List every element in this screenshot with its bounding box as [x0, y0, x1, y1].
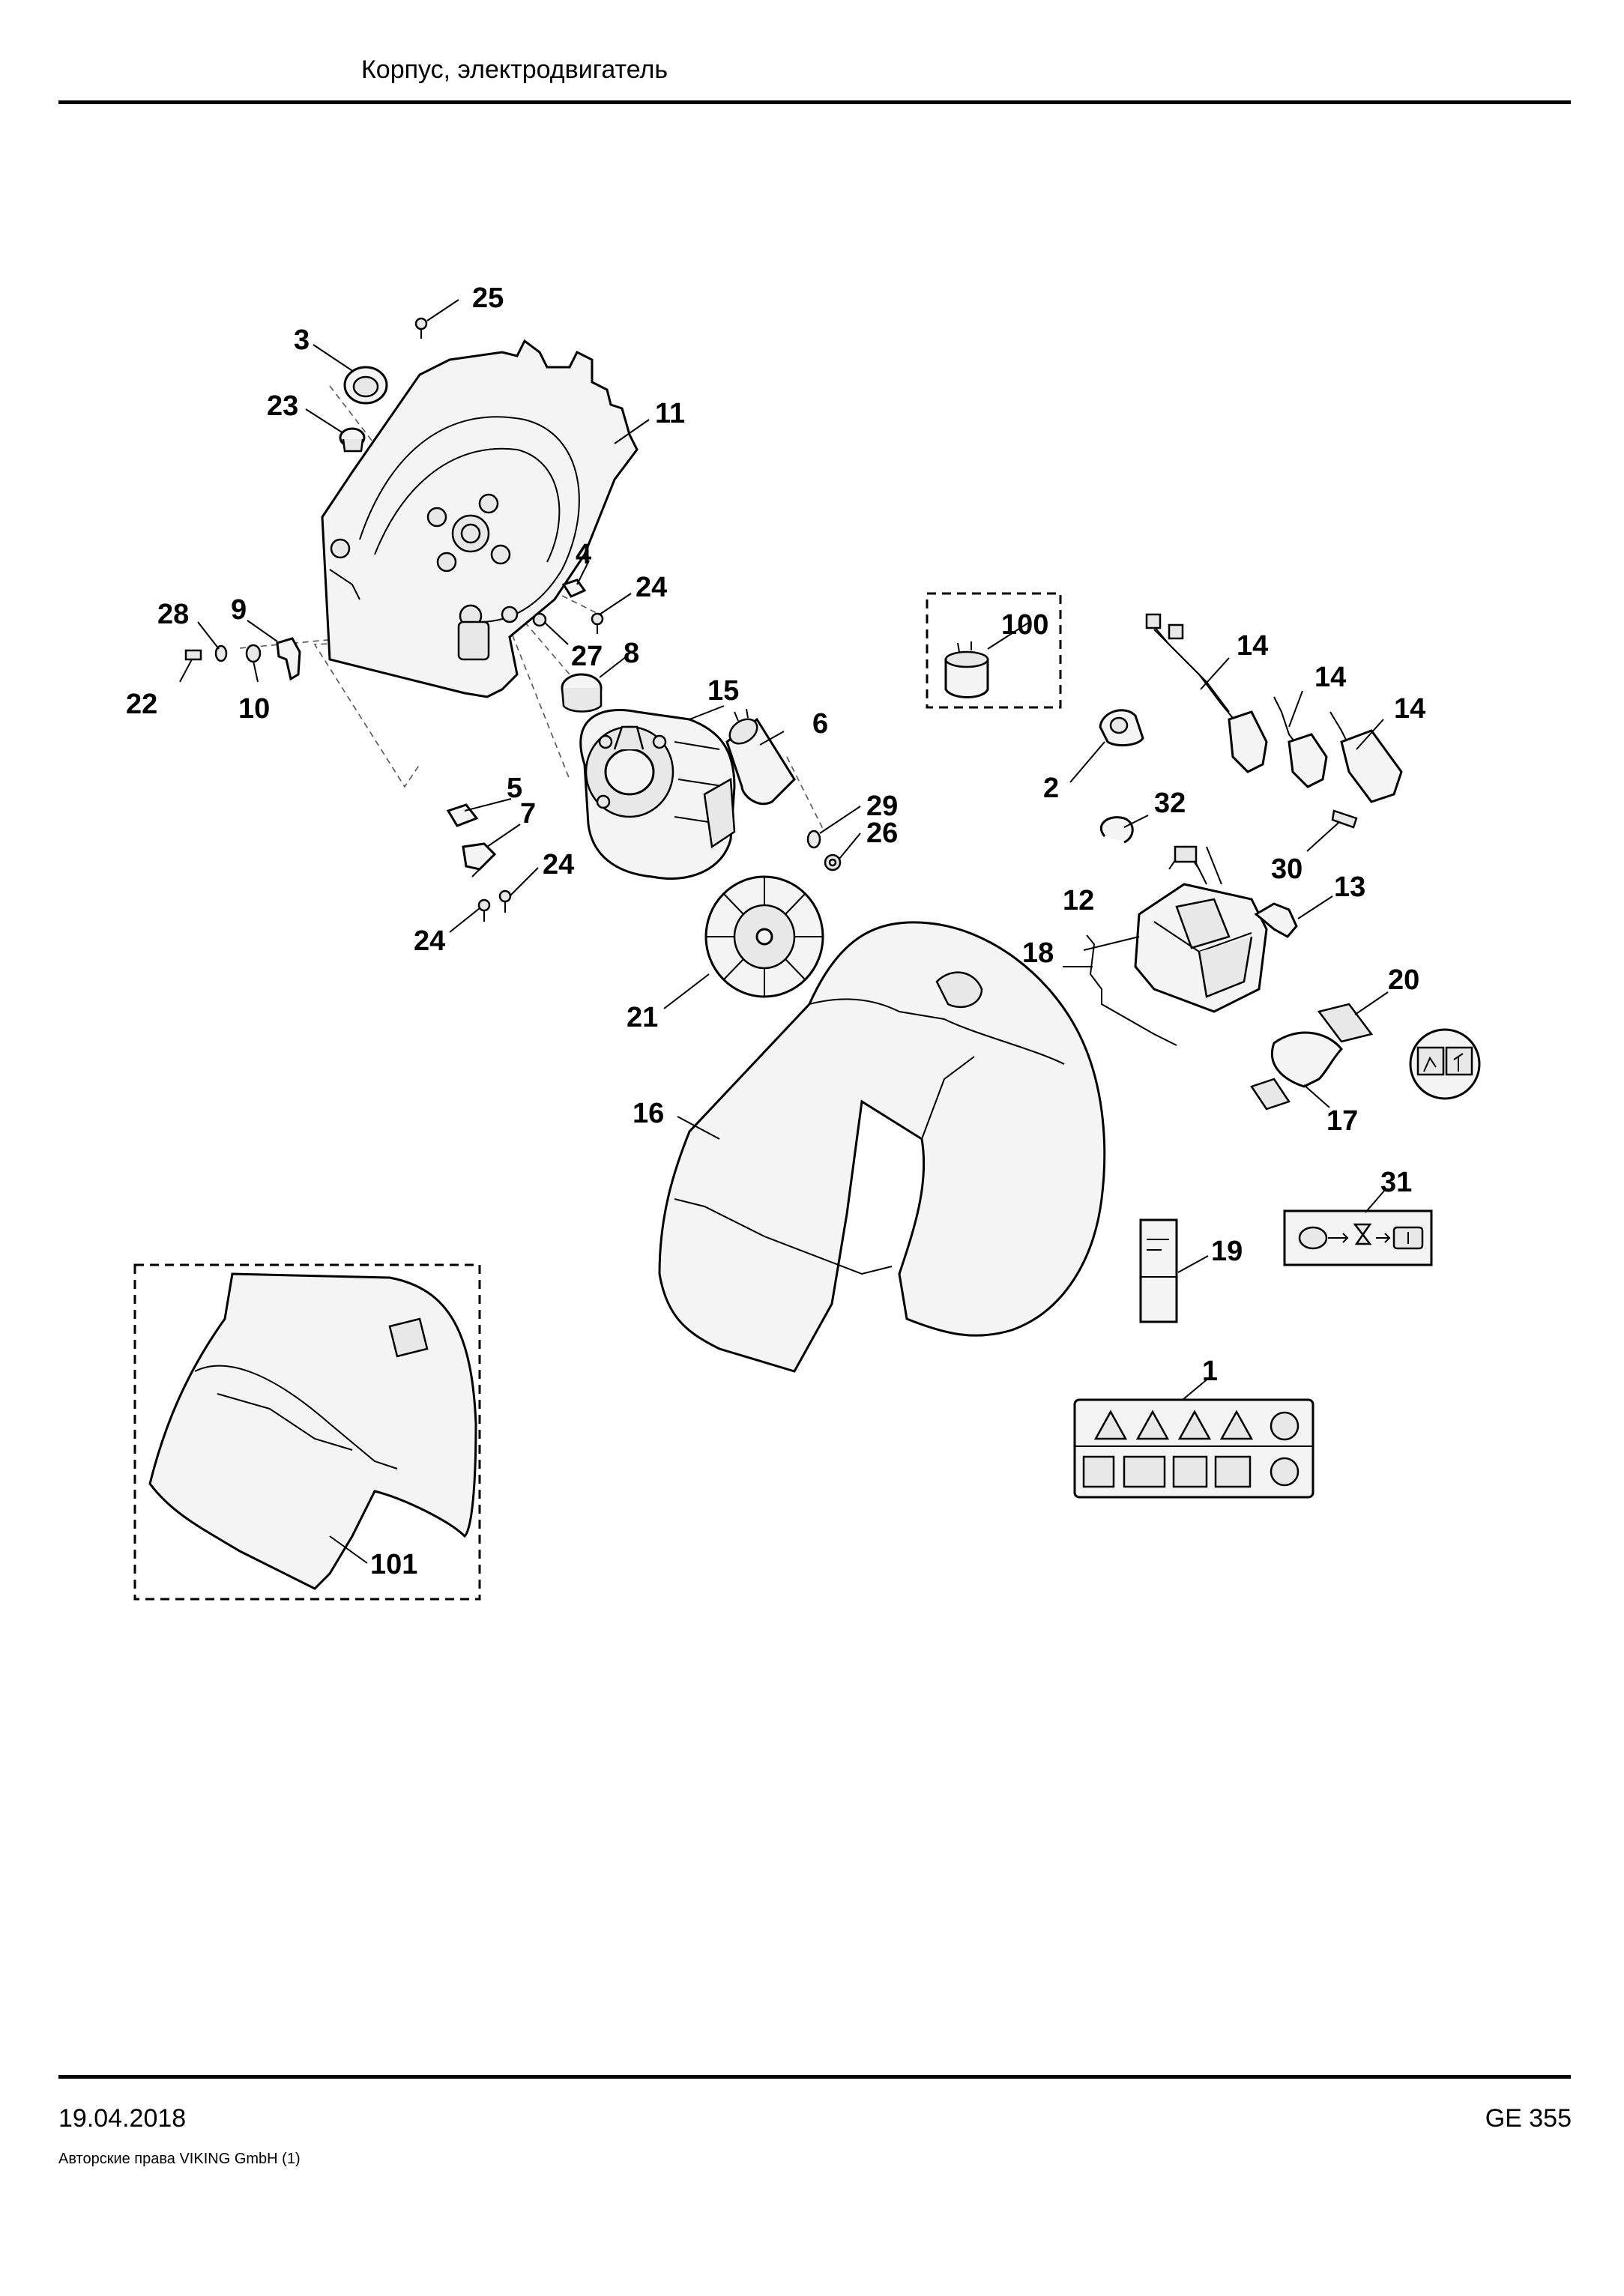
callout-14b: 14	[1314, 662, 1346, 693]
grommet-part-icon	[1099, 709, 1144, 747]
callout-25: 25	[472, 283, 504, 314]
footer-divider	[58, 2075, 1571, 2079]
leader-lines	[179, 299, 1389, 1564]
chassis-variant-box	[133, 1263, 481, 1601]
callout-2: 2	[1043, 773, 1059, 804]
callout-21: 21	[627, 1002, 658, 1033]
callout-3: 3	[294, 324, 310, 356]
wire-bracket-part-icon	[1086, 934, 1177, 1046]
nut-part-icon	[245, 644, 262, 663]
callout-19: 19	[1211, 1236, 1243, 1267]
callout-18: 18	[1022, 937, 1054, 969]
callout-labels: 1 2 3 4 5 6 7 8 9 10 11 12 13 14 14 14 1…	[126, 283, 1425, 1580]
capacitor-option-part-icon	[944, 641, 989, 698]
callout-27: 27	[571, 641, 603, 672]
callout-11: 11	[655, 398, 685, 429]
callout-101: 101	[370, 1549, 417, 1580]
washer-part-icon	[214, 644, 228, 662]
callout-30: 30	[1271, 854, 1302, 885]
circlip-part-icon	[1099, 816, 1134, 844]
callout-14a: 14	[1237, 630, 1268, 662]
switch-label-part-icon	[1139, 1218, 1178, 1323]
fan-wheel-part-icon	[704, 875, 824, 998]
rear-cover-part-icon	[321, 339, 639, 698]
callout-16: 16	[633, 1098, 664, 1129]
instruction-sticker-part-icon	[1317, 1003, 1374, 1043]
screw-22-icon	[184, 649, 202, 661]
plug-part-icon	[339, 427, 366, 453]
capacitor-part-icon	[725, 708, 796, 805]
callout-26: 26	[866, 818, 898, 849]
clip-part-icon	[561, 578, 587, 598]
spring-washer-part-icon	[806, 830, 821, 849]
callout-24c: 24	[414, 925, 445, 957]
callout-23: 23	[267, 390, 298, 422]
callout-14c: 14	[1394, 693, 1425, 725]
model-number: GE 355	[1485, 2104, 1572, 2133]
callout-10: 10	[238, 693, 270, 725]
chassis-housing-part-icon	[658, 921, 1106, 1373]
callout-6: 6	[812, 708, 828, 740]
callout-100: 100	[1001, 609, 1048, 641]
screw-24b-icon	[477, 898, 491, 922]
callout-13: 13	[1334, 871, 1365, 903]
bushing-part-icon	[561, 673, 603, 713]
callout-24a: 24	[636, 572, 667, 603]
callout-1: 1	[1202, 1356, 1218, 1387]
callout-20: 20	[1388, 964, 1419, 996]
callout-32: 32	[1154, 788, 1186, 819]
cable-clip-part-icon	[462, 842, 497, 877]
callout-9: 9	[231, 594, 247, 626]
mulch-label-icon	[1409, 1028, 1481, 1100]
callout-4: 4	[576, 539, 591, 570]
warning-label-icon	[1073, 1398, 1314, 1499]
callout-17: 17	[1326, 1105, 1358, 1137]
switch-box-part-icon	[1134, 845, 1268, 1013]
callout-8: 8	[624, 638, 639, 669]
header-divider	[58, 100, 1571, 104]
callout-12: 12	[1063, 885, 1094, 916]
power-cord-part-icon	[1145, 613, 1403, 803]
callout-5: 5	[507, 773, 522, 804]
chassis-variant-part-icon	[148, 1272, 477, 1590]
seal-ring-part-icon	[343, 366, 388, 405]
callout-7: 7	[520, 798, 536, 830]
deflector-part-icon	[1250, 1031, 1344, 1111]
callout-24b: 24	[543, 849, 574, 880]
timer-label-icon	[1283, 1209, 1433, 1266]
copyright-notice: Авторские права VIKING GmbH (1)	[58, 2151, 301, 2167]
callout-31: 31	[1380, 1167, 1412, 1198]
pin-part-icon	[1331, 809, 1358, 829]
motor-part-icon	[579, 709, 736, 880]
screw-27-icon	[532, 612, 547, 627]
screw-24c-icon	[498, 889, 512, 913]
print-date: 19.04.2018	[58, 2104, 187, 2133]
callout-28: 28	[157, 599, 189, 630]
screw-25-icon	[414, 317, 428, 339]
callout-15: 15	[707, 675, 739, 707]
bracket-part-icon	[276, 637, 301, 681]
switch-insert-part-icon	[1254, 902, 1298, 938]
capacitor-option-box	[926, 592, 1062, 709]
callout-29: 29	[866, 791, 898, 822]
callout-22: 22	[126, 689, 157, 720]
screw-24-icon	[591, 612, 604, 634]
nut-26-icon	[824, 854, 842, 871]
page-title: Корпус, электродвигатель	[361, 55, 668, 84]
terminal-block-part-icon	[446, 803, 479, 827]
